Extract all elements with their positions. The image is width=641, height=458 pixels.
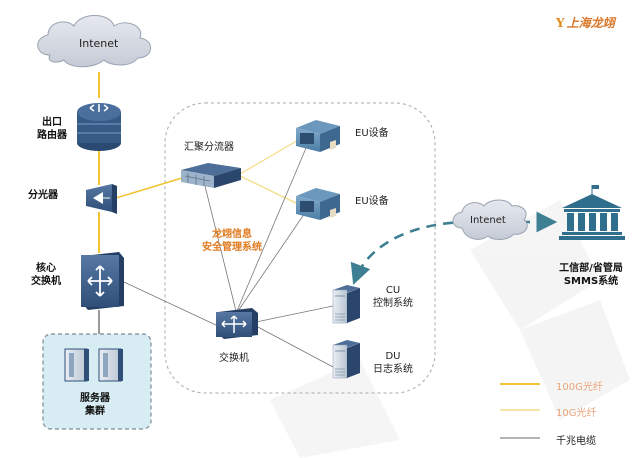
link-eu2-switch: [237, 206, 310, 312]
core-switch-icon: [81, 252, 124, 310]
link-aggregator-eu1: [239, 138, 301, 175]
internet-cloud-top-icon: [37, 15, 152, 68]
switch-icon: [216, 308, 258, 339]
eu-device-1-label: EU设备: [355, 128, 389, 139]
internet-cloud-right-icon: [452, 199, 528, 240]
brand-name: 上海龙翊: [566, 16, 615, 30]
router-icon: [77, 103, 121, 151]
eu-device-2-icon: [296, 188, 340, 220]
smms-label: 工信部/省管局 SMMS系统: [559, 263, 623, 287]
splitter-label: 分光器: [28, 190, 58, 201]
cu-server-icon: [332, 285, 360, 324]
internet-top-label: Intenet: [79, 37, 119, 50]
link-aggregator-switch: [204, 185, 237, 312]
du-system-label: DU 日志系统: [373, 351, 413, 375]
link-core-switch: [123, 281, 219, 327]
server-cluster-icon: [64, 348, 123, 382]
splitter-icon: [86, 184, 117, 214]
eu-device-2-label: EU设备: [355, 196, 389, 207]
switch-label: 交换机: [219, 353, 249, 364]
legend-label-100g: 100G光纤: [556, 382, 603, 393]
government-building-icon: [559, 185, 625, 240]
brand-mark: Y: [556, 16, 565, 30]
aggregator-icon: [181, 163, 241, 188]
link-eu1-switch: [236, 140, 310, 312]
aggregator-label: 汇聚分流器: [184, 142, 234, 153]
exit-router-label: 出口 路由器: [37, 117, 67, 141]
internet-right-label: Intenet: [470, 215, 506, 226]
legend-label-cable: 千兆电缆: [556, 436, 596, 447]
eu-device-1-icon: [296, 120, 340, 152]
link-splitter-aggregator: [115, 177, 183, 199]
link-switch-du: [255, 325, 334, 368]
legend: [500, 383, 540, 439]
link-aggregator-eu2: [239, 175, 301, 206]
security-system-label: 龙翊信息 安全管理系统: [202, 229, 262, 253]
cu-system-label: CU 控制系统: [373, 285, 413, 309]
server-cluster-label: 服务器 集群: [80, 393, 110, 417]
core-zone-boundary: [164, 102, 436, 394]
core-switch-label: 核心 交换机: [31, 263, 61, 287]
link-report-dashed: [350, 220, 471, 285]
links: [98, 72, 558, 368]
legend-label-10g: 10G光纤: [556, 408, 597, 419]
du-server-icon: [332, 340, 360, 379]
link-switch-cu: [255, 305, 334, 323]
